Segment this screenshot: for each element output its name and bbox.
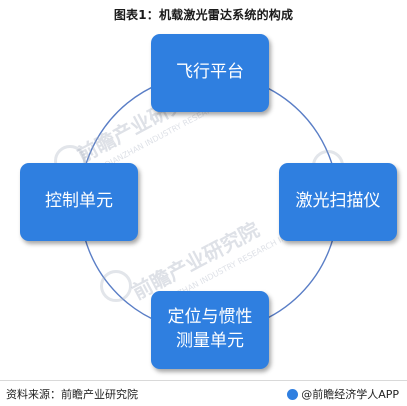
footer-divider: [0, 380, 407, 381]
node-label: 飞行平台: [176, 62, 244, 83]
node-laser-scanner: 激光扫描仪: [279, 163, 397, 241]
brand-label: @前瞻经济学人APP: [301, 388, 399, 401]
node-flight-platform: 飞行平台: [151, 34, 269, 112]
node-positioning-inertial-unit: 定位与惯性 测量单元: [151, 291, 269, 369]
node-control-unit: 控制单元: [20, 163, 138, 241]
source-note: 资料来源：前瞻产业研究院: [6, 388, 138, 401]
chart-title: 图表1：机载激光雷达系统的构成: [113, 8, 294, 22]
node-label-line1: 定位与惯性: [167, 307, 253, 328]
node-label: 激光扫描仪: [295, 191, 381, 212]
node-label: 控制单元: [45, 191, 113, 212]
node-label-line2: 测量单元: [176, 331, 244, 351]
brand-logo-icon: [287, 388, 299, 400]
brand-credit: @前瞻经济学人APP: [287, 386, 399, 402]
